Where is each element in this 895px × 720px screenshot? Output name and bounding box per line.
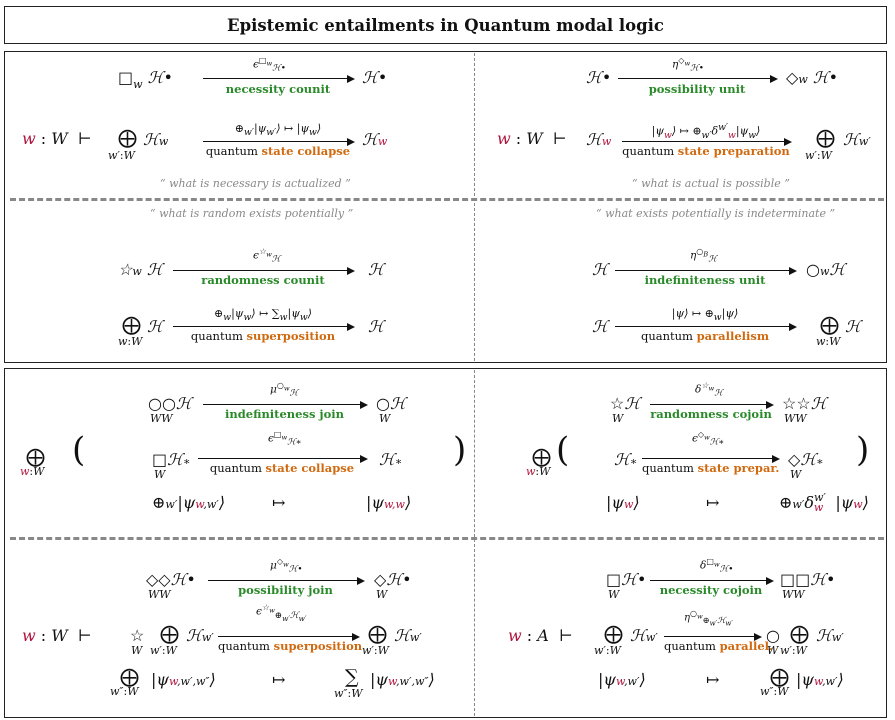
divider-vertical-top <box>474 53 475 361</box>
panel-bottom <box>4 368 887 718</box>
panel-top <box>4 51 887 363</box>
divider-horizontal-top <box>10 198 884 201</box>
divider-vertical-bottom <box>474 370 475 716</box>
quote-potential: “ what exists potentially is indetermina… <box>596 207 836 220</box>
quote-random: “ what is random exists potentially ” <box>150 207 354 220</box>
quote-actual: “ what is actual is possible ” <box>632 177 790 190</box>
quote-necessary: “ what is necessary is actualized ” <box>160 177 351 190</box>
page-title: Epistemic entailments in Quantum modal l… <box>4 6 887 44</box>
divider-horizontal-bottom <box>10 537 884 540</box>
